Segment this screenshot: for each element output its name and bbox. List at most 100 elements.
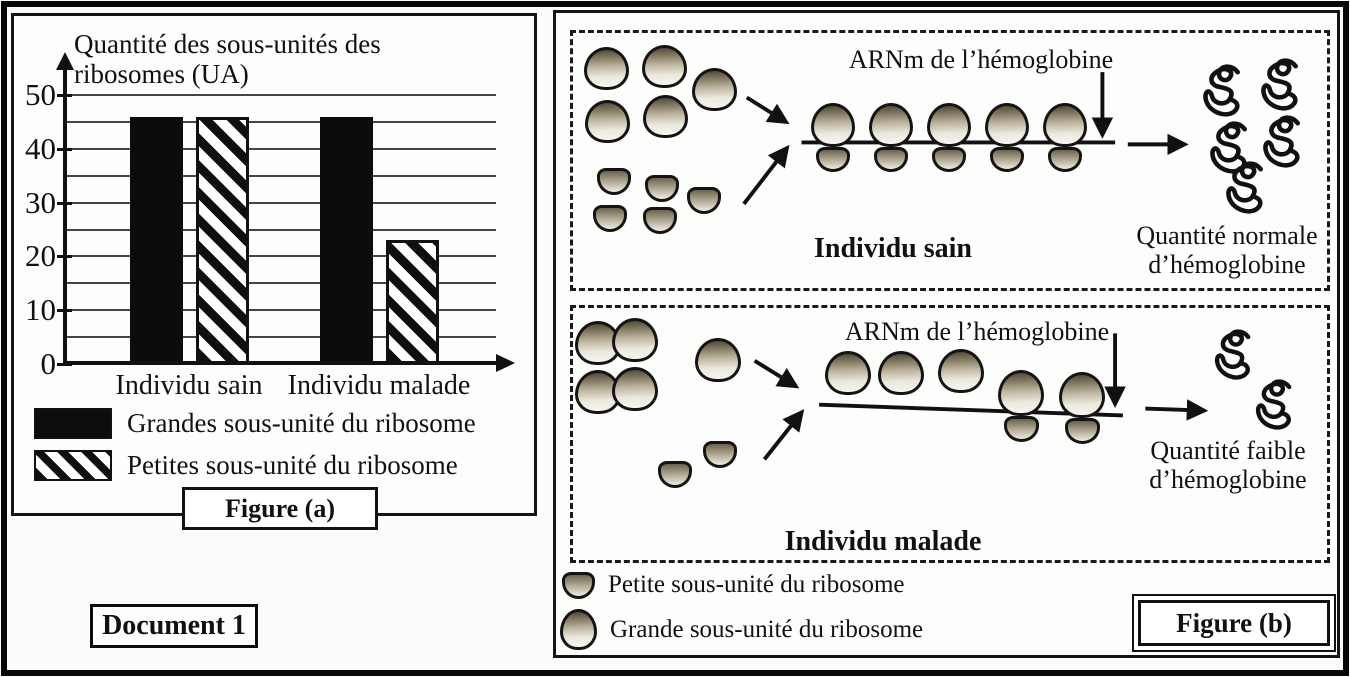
ribosome-large-subunit-on-mrna xyxy=(998,370,1044,416)
panel-individu-sain: ARNm de l’hémoglobine Quantité normale d… xyxy=(570,30,1330,291)
ribosome-small-subunit-on-mrna xyxy=(816,147,850,172)
small-ribosome-subunit xyxy=(643,207,677,234)
y-axis-tick-label: 20 xyxy=(25,238,56,274)
x-axis-line xyxy=(65,361,499,365)
small-subunit-assembly-arrow xyxy=(762,409,805,461)
large-ribosome-subunit xyxy=(612,367,658,411)
ribosome-small-subunit-on-mrna xyxy=(1003,416,1039,442)
hemoglobin-quantity-label: Quantité normale d’hémoglobine xyxy=(1136,221,1318,280)
panel-individu-malade: ARNm de l’hémoglobine Quantité faible d’… xyxy=(570,305,1330,563)
figure-a-caption-box: Figure (a) xyxy=(182,487,378,530)
bar-grandes-malade xyxy=(319,116,373,364)
small-subunit-assembly-arrow xyxy=(742,144,790,206)
document-label: Document 1 xyxy=(102,610,246,641)
y-axis-tick-mark xyxy=(57,201,72,205)
hemoglobin-quantity-label: Quantité faible d’hémoglobine xyxy=(1149,436,1307,495)
hemoglobin-molecule-icon xyxy=(1222,160,1270,217)
ribosome-large-subunit-on-mrna xyxy=(1059,372,1105,418)
bar-petites-malade xyxy=(385,240,439,364)
figure-b-container: ARNm de l’hémoglobine Quantité normale d… xyxy=(553,10,1340,658)
gridline xyxy=(65,201,496,204)
bar-petites-sain xyxy=(195,116,249,364)
legend-label-petites: Petites sous-unité du ribosome xyxy=(127,450,458,480)
y-axis-tick-mark xyxy=(57,309,72,313)
figure-b-legend-label-grande: Grande sous-unité du ribosome xyxy=(610,615,924,643)
figure-b-legend-grande: Grande sous-unité du ribosome xyxy=(560,609,923,650)
small-ribosome-subunit xyxy=(658,461,692,488)
small-subunit-icon xyxy=(562,571,595,599)
y-axis-tick-mark xyxy=(57,363,72,366)
hemoglobin-molecule-icon xyxy=(1211,327,1257,384)
figure-b-caption: Figure (b) xyxy=(1176,607,1292,638)
figure-b-caption-box: Figure (b) xyxy=(1132,594,1336,652)
hemoglobin-molecule-icon xyxy=(1252,377,1298,434)
x-category-label: Individu sain xyxy=(115,370,263,401)
gridline xyxy=(65,94,496,96)
ribosome-large-subunit-on-mrna xyxy=(985,103,1029,147)
ribosome-shapes-layer xyxy=(573,33,1327,288)
small-ribosome-subunit xyxy=(687,187,721,214)
figure-a-container: Quantité des sous-unités des ribosomes (… xyxy=(11,13,537,516)
ribosome-large-subunit-on-mrna xyxy=(811,103,855,147)
figure-b-legend-label-petite: Petite sous-unité du ribosome xyxy=(608,571,905,598)
small-ribosome-subunit xyxy=(593,205,627,232)
ribosome-large-subunit-on-mrna xyxy=(869,103,913,147)
y-axis-arrow-icon xyxy=(56,52,74,70)
small-ribosome-subunit xyxy=(703,441,737,468)
legend-label-grandes: Grandes sous-unité du ribosome xyxy=(127,408,476,438)
gridline xyxy=(65,255,496,258)
x-axis-arrow-icon xyxy=(496,354,515,372)
unattached-large-subunit xyxy=(825,351,871,395)
y-axis-tick-label: 10 xyxy=(25,292,56,328)
diagonal-hatch-swatch-icon xyxy=(34,450,112,481)
y-axis-tick-mark xyxy=(57,255,72,259)
ribosome-shapes-layer xyxy=(573,308,1327,560)
large-ribosome-subunit xyxy=(585,100,630,143)
translation-result-arrow xyxy=(1145,399,1209,421)
large-subunit-assembly-arrow xyxy=(745,95,790,125)
bar-chart: Quantité des sous-unités des ribosomes (… xyxy=(14,16,534,513)
figure-b-legend-petite: Petite sous-unité du ribosome xyxy=(562,571,905,599)
y-axis-tick-mark xyxy=(57,94,72,97)
gridline xyxy=(65,147,496,150)
panel-title-malade: Individu malade xyxy=(784,526,982,557)
document-label-box: Document 1 xyxy=(90,604,258,648)
y-axis-tick-label: 30 xyxy=(25,184,56,220)
large-subunit-icon xyxy=(560,609,597,650)
y-axis-tick-mark xyxy=(57,147,72,151)
y-axis-tick-label: 50 xyxy=(25,77,56,112)
unattached-large-subunit xyxy=(938,349,984,393)
small-ribosome-subunit xyxy=(645,175,679,202)
ribosome-large-subunit-on-mrna xyxy=(1043,103,1087,147)
y-axis-tick-label: 40 xyxy=(25,130,56,166)
gridline xyxy=(65,174,496,177)
large-ribosome-subunit xyxy=(695,338,741,382)
gridline xyxy=(65,309,496,312)
solid-black-swatch-icon xyxy=(34,408,112,439)
large-ribosome-subunit xyxy=(643,95,688,138)
bar-grandes-sain xyxy=(129,116,183,364)
gridline xyxy=(65,282,496,285)
ribosome-small-subunit-on-mrna xyxy=(932,147,966,172)
figure-a-caption: Figure (a) xyxy=(225,493,335,523)
large-ribosome-subunit xyxy=(692,68,737,111)
ribosome-small-subunit-on-mrna xyxy=(990,147,1024,172)
y-axis-line xyxy=(63,68,67,364)
large-subunit-assembly-arrow xyxy=(753,359,800,389)
hemoglobin-molecule-icon xyxy=(1257,57,1305,114)
chart-title: Quantité des sous-unités des ribosomes (… xyxy=(74,29,381,89)
legend-row-petites: Petites sous-unité du ribosome xyxy=(34,450,458,481)
large-ribosome-subunit xyxy=(642,45,687,88)
large-ribosome-subunit xyxy=(584,47,629,90)
hemoglobin-molecule-icon xyxy=(1199,63,1247,120)
ribosome-small-subunit-on-mrna xyxy=(1048,147,1082,172)
ribosome-large-subunit-on-mrna xyxy=(927,103,971,147)
ribosome-small-subunit-on-mrna xyxy=(874,147,908,172)
unattached-large-subunit xyxy=(878,351,924,395)
panel-title-sain: Individu sain xyxy=(814,233,972,264)
x-category-label: Individu malade xyxy=(287,370,471,401)
small-ribosome-subunit xyxy=(597,168,631,195)
ribosome-small-subunit-on-mrna xyxy=(1064,418,1100,444)
mrna-label: ARNm de l’hémoglobine xyxy=(844,317,1110,346)
